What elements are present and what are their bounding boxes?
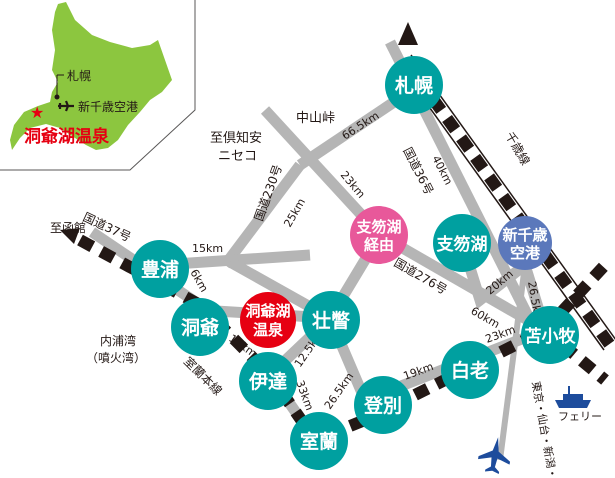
svg-text:壮瞥: 壮瞥 <box>312 309 351 332</box>
station-shikotsuko[interactable]: 支笏湖 <box>433 214 491 272</box>
svg-text:豊浦: 豊浦 <box>141 258 179 281</box>
station-date[interactable]: 伊達 <box>239 352 297 410</box>
station-shiraoi[interactable]: 白老 <box>441 341 499 399</box>
svg-text:（噴火湾）: （噴火湾） <box>86 350 146 365</box>
svg-text:26.5km: 26.5km <box>322 370 356 412</box>
stations: 札幌 支笏湖 経由 支笏湖 新千歳 空港 豊浦 洞爺 洞爺湖 温泉 <box>131 56 579 470</box>
station-shikotsuko-via[interactable]: 支笏湖 経由 <box>350 206 408 264</box>
svg-text:登別: 登別 <box>363 394 402 417</box>
svg-text:温泉: 温泉 <box>253 321 284 339</box>
svg-text:新千歳: 新千歳 <box>502 226 547 244</box>
inset-sapporo-label: 札幌 <box>67 68 91 83</box>
north-arrow-icon <box>398 22 418 45</box>
ferry-label: フェリー <box>558 410 602 423</box>
svg-text:中山峠: 中山峠 <box>296 111 335 126</box>
svg-text:白老: 白老 <box>451 359 489 382</box>
svg-text:支笏湖: 支笏湖 <box>355 218 401 236</box>
station-toyako-onsen[interactable]: 洞爺湖 温泉 <box>240 292 296 348</box>
star-icon: ★ <box>30 103 44 122</box>
svg-text:伊達: 伊達 <box>248 370 287 393</box>
svg-text:苫小牧: 苫小牧 <box>525 326 577 347</box>
airplane-icon <box>58 100 74 112</box>
svg-text:室蘭本線: 室蘭本線 <box>181 354 226 399</box>
svg-text:支笏湖: 支笏湖 <box>437 234 488 255</box>
station-new-chitose-airport[interactable]: 新千歳 空港 <box>498 216 552 270</box>
west-arrow-icon <box>60 228 80 244</box>
airplane-bottom-icon <box>478 437 511 474</box>
station-sapporo[interactable]: 札幌 <box>385 56 443 114</box>
hokkaido-land-shape <box>10 2 172 150</box>
svg-text:国道36号: 国道36号 <box>400 145 436 197</box>
station-sobetsu[interactable]: 壮瞥 <box>302 291 360 349</box>
svg-text:至倶知安: 至倶知安 <box>210 130 262 146</box>
svg-text:15km: 15km <box>192 242 223 255</box>
svg-text:6km: 6km <box>187 267 210 294</box>
svg-text:空港: 空港 <box>510 244 541 262</box>
svg-text:25km: 25km <box>281 196 308 229</box>
svg-text:洞爺: 洞爺 <box>181 316 220 339</box>
svg-text:経由: 経由 <box>364 236 394 254</box>
svg-text:札幌: 札幌 <box>394 74 433 97</box>
svg-text:至函館: 至函館 <box>50 220 86 235</box>
hokkaido-inset: 札幌 新千歳空港 ★ 洞爺湖温泉 <box>0 0 196 171</box>
station-noboribetsu[interactable]: 登別 <box>354 376 412 434</box>
svg-text:室蘭: 室蘭 <box>300 430 338 453</box>
station-muroran[interactable]: 室蘭 <box>290 412 348 470</box>
station-toyoura[interactable]: 豊浦 <box>131 240 189 298</box>
svg-text:66.5km: 66.5km <box>340 109 382 143</box>
inset-airport-label: 新千歳空港 <box>78 99 138 114</box>
svg-text:内浦湾: 内浦湾 <box>100 333 136 348</box>
ferry-icon <box>555 386 591 408</box>
inset-destination-label: 洞爺湖温泉 <box>24 126 110 147</box>
station-toya[interactable]: 洞爺 <box>171 298 229 356</box>
svg-text:千歳線: 千歳線 <box>502 129 533 168</box>
sapporo-dot-icon <box>54 94 60 100</box>
svg-text:洞爺湖: 洞爺湖 <box>245 302 290 320</box>
svg-text:ニセコ: ニセコ <box>218 149 257 164</box>
station-tomakomai[interactable]: 苫小牧 <box>521 306 579 364</box>
